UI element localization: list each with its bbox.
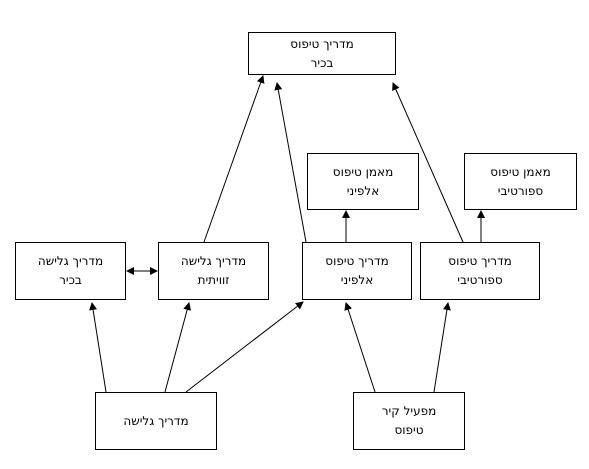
node-senior-climbing-guide: מדריך טיפוס בכיר — [248, 32, 396, 75]
edge-rappel-guide-to-angle-rappel-guide — [164, 302, 192, 393]
node-line-2: בכיר — [59, 273, 82, 287]
edge-rappel-guide-to-senior-rappel-guide — [89, 302, 107, 393]
node-line-1: מאמן טיפוס — [332, 164, 394, 179]
node-wall-operator: מפעיל קיר טיפוס — [353, 392, 465, 450]
node-line-2: בכיר — [310, 55, 334, 70]
node-alpine-climbing-guide: מדריך טיפוס אלפיני — [302, 242, 412, 300]
node-line-2: ספורטיבי — [457, 273, 503, 287]
node-senior-rappel-guide: מדריך גלישה בכיר — [15, 242, 126, 300]
node-rappel-guide: מדריך גלישה — [95, 392, 217, 450]
node-line-1: מדריך גלישה — [37, 254, 104, 268]
node-line-1: מדריך גלישה — [123, 413, 189, 428]
edge-wall-operator-to-sport-climbing-guide — [433, 302, 451, 393]
edge-angle-rappel-guide-to-senior-climbing-guide — [203, 75, 265, 243]
node-line-2: זוויתית — [197, 273, 230, 287]
node-line-1: מאמן טיפוס — [490, 164, 551, 179]
node-line-1: מדריך טיפוס — [448, 254, 512, 268]
node-line-2: אלפיני — [346, 183, 380, 198]
edge-sport-climbing-guide-to-senior-climbing-guide — [392, 82, 464, 243]
node-line-1: מדריך גלישה — [180, 254, 247, 268]
node-sport-trainer: מאמן טיפוס ספורטיבי — [464, 153, 577, 210]
edge-wall-operator-to-alpine-climbing-guide — [344, 302, 376, 393]
node-line-1: מדריך טיפוס — [325, 254, 389, 268]
edges-layer — [89, 75, 485, 393]
node-line-1: מדריך טיפוס — [290, 36, 354, 51]
node-sport-climbing-guide: מדריך טיפוס ספורטיבי — [420, 242, 540, 300]
node-alpine-trainer: מאמן טיפוס אלפיני — [307, 153, 419, 210]
node-line-2: ספורטיבי — [497, 183, 544, 198]
node-line-2: טיפוס — [394, 423, 424, 437]
node-line-2: אלפיני — [340, 273, 374, 287]
edge-alpine-climbing-guide-to-senior-climbing-guide — [274, 82, 307, 243]
node-angle-rappel-guide: מדריך גלישה זוויתית — [158, 242, 269, 300]
node-line-1: מפעיל קיר — [381, 404, 437, 418]
edge-rappel-guide-to-alpine-climbing-guide — [185, 301, 304, 393]
